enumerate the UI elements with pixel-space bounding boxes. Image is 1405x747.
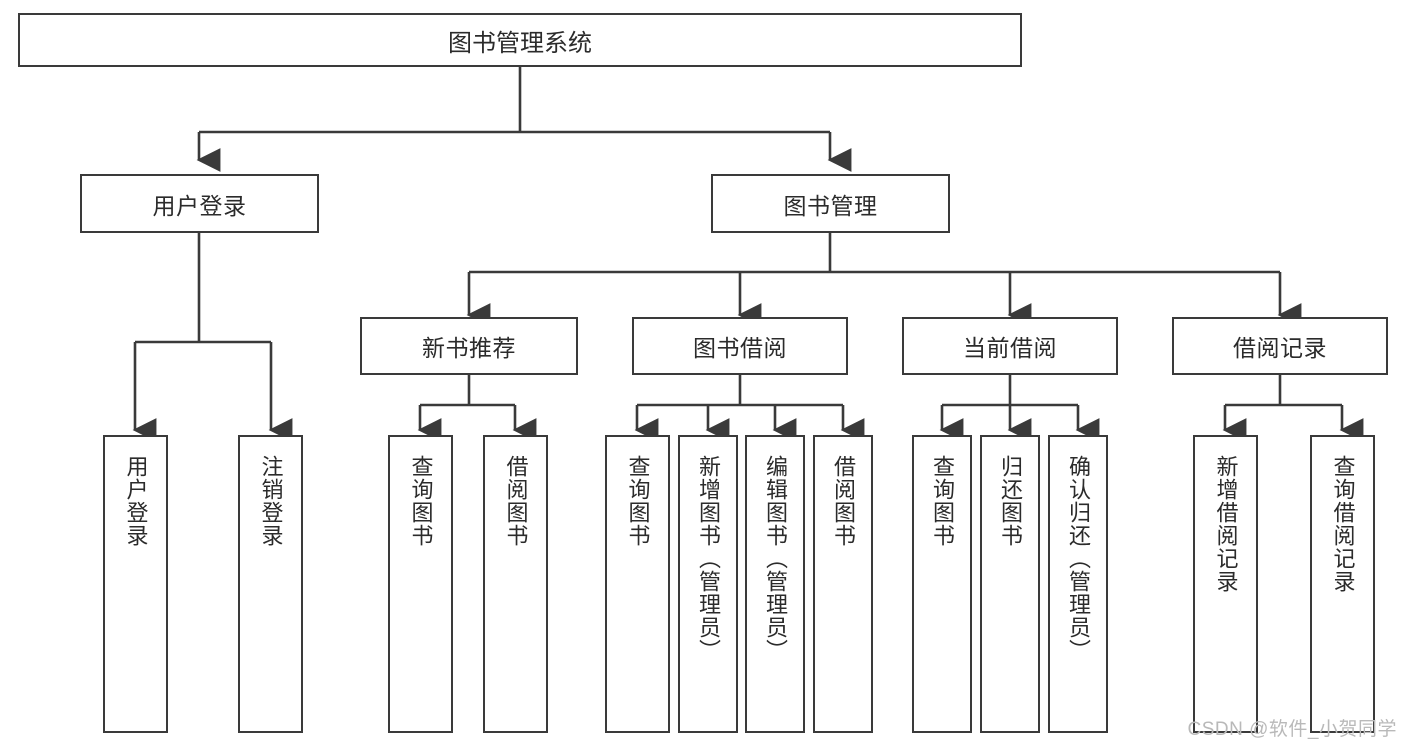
- node-label: 借阅记录: [1233, 335, 1327, 361]
- csdn-watermark: CSDN @软件_小贺同学: [1187, 719, 1397, 740]
- node-new-book-recommend[interactable]: 新书推荐: [360, 317, 578, 375]
- leaf-borrow-book-recommend[interactable]: 借阅图书: [483, 435, 548, 733]
- leaf-add-book-admin[interactable]: 新增图书（管理员）: [678, 435, 738, 733]
- leaf-query-book-recommend[interactable]: 查询图书: [388, 435, 453, 733]
- node-label: 图书借阅: [693, 335, 787, 361]
- node-book-borrow[interactable]: 图书借阅: [632, 317, 848, 375]
- node-label: 查询图书: [408, 455, 434, 547]
- node-label: 编辑图书（管理员）: [762, 455, 788, 662]
- node-label: 查询图书: [625, 455, 651, 547]
- node-book-management[interactable]: 图书管理: [711, 174, 950, 233]
- node-label: 图书管理系统: [448, 29, 592, 57]
- node-user-login[interactable]: 用户登录: [80, 174, 319, 233]
- node-current-borrow[interactable]: 当前借阅: [902, 317, 1118, 375]
- leaf-user-login[interactable]: 用户登录: [103, 435, 168, 733]
- node-label: 注销登录: [258, 455, 284, 547]
- leaf-query-book-current[interactable]: 查询图书: [912, 435, 972, 733]
- node-label: 新增图书（管理员）: [695, 455, 721, 662]
- node-label: 借阅图书: [503, 455, 529, 547]
- node-label: 借阅图书: [830, 455, 856, 547]
- leaf-query-borrow-record[interactable]: 查询借阅记录: [1310, 435, 1375, 733]
- node-borrow-record[interactable]: 借阅记录: [1172, 317, 1388, 375]
- leaf-borrow-book[interactable]: 借阅图书: [813, 435, 873, 733]
- node-label: 用户登录: [152, 192, 247, 219]
- node-label: 用户登录: [123, 455, 149, 547]
- leaf-query-book-borrow[interactable]: 查询图书: [605, 435, 670, 733]
- node-label: 新书推荐: [422, 335, 516, 361]
- node-label: 新增借阅记录: [1213, 455, 1239, 593]
- node-root-system[interactable]: 图书管理系统: [18, 13, 1022, 67]
- node-label: 查询借阅记录: [1330, 455, 1356, 593]
- node-label: 图书管理: [783, 192, 878, 219]
- leaf-return-book[interactable]: 归还图书: [980, 435, 1040, 733]
- leaf-logout[interactable]: 注销登录: [238, 435, 303, 733]
- leaf-confirm-return-admin[interactable]: 确认归还（管理员）: [1048, 435, 1108, 733]
- node-label: 确认归还（管理员）: [1065, 455, 1091, 662]
- node-label: 归还图书: [997, 455, 1023, 547]
- node-label: 查询图书: [929, 455, 955, 547]
- node-label: 当前借阅: [963, 335, 1057, 361]
- leaf-add-borrow-record[interactable]: 新增借阅记录: [1193, 435, 1258, 733]
- leaf-edit-book-admin[interactable]: 编辑图书（管理员）: [745, 435, 805, 733]
